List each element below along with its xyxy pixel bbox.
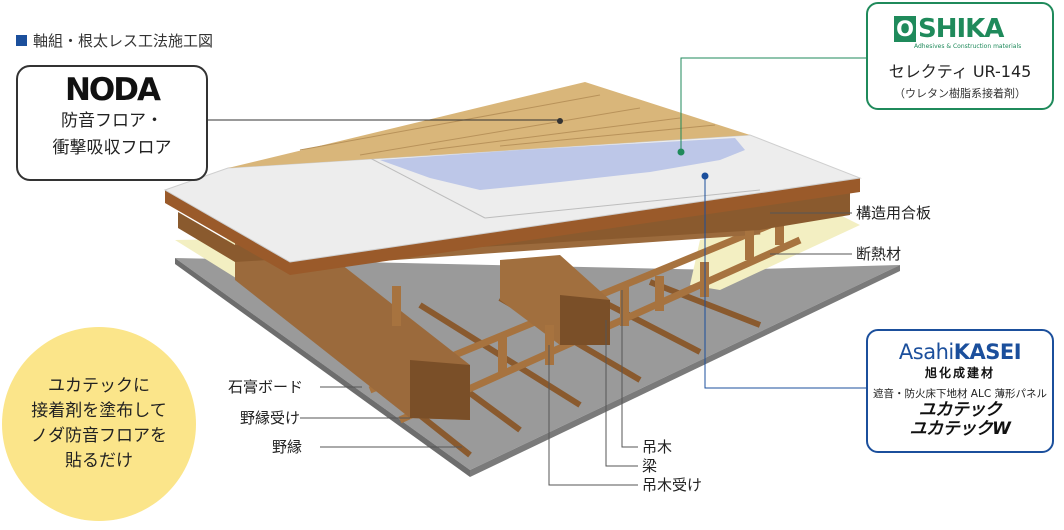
leader-tsurigi	[621, 290, 638, 448]
asahi-product1: ユカテック	[918, 400, 1002, 420]
summary-line1: ユカテックに	[48, 376, 150, 396]
label-insulation: 断熱材	[856, 245, 902, 263]
label-gypsum-board: 石膏ボード	[228, 378, 304, 396]
summary-circle: ユカテックに 接着剤を塗布して ノダ防音フロアを 貼るだけ	[2, 327, 196, 521]
gypsum-board-edge-right	[470, 265, 900, 477]
leader-oshika	[680, 57, 866, 150]
diagram-caption: 軸組・根太レス工法施工図	[16, 30, 213, 51]
label-hari: 梁	[642, 457, 658, 475]
label-tsurigi-uke: 吊木受け	[642, 476, 703, 494]
caption-text: 軸組・根太レス工法施工図	[33, 32, 214, 50]
asahi-logo-b: KASEI	[953, 340, 1022, 364]
asahi-product2: ユカテックW	[909, 419, 1011, 439]
oshika-product: セレクティ UR-145	[888, 62, 1032, 81]
alc-panel-seams	[369, 157, 761, 219]
oshika-logo-subtitle: Adhesives & Construction materials	[914, 43, 1022, 50]
oshika-callout: O SHIKA Adhesives & Construction materia…	[866, 2, 1054, 110]
caption-square-icon	[16, 35, 27, 46]
asahi-desc: 遮音・防火床下地材 ALC 薄形パネル	[872, 388, 1048, 400]
noda-desc-line2: 衝撃吸収フロア	[52, 138, 172, 158]
wood-flooring	[228, 82, 750, 168]
leader-tsurigi-uke	[548, 345, 638, 486]
noda-desc-line1: 防音フロア・	[61, 111, 163, 131]
noda-logo: NODA	[64, 72, 161, 108]
oshika-logo-text: SHIKA	[918, 14, 1004, 44]
leader-hari	[605, 320, 638, 467]
label-nobuchi-uke: 野縁受け	[240, 409, 301, 427]
alc-panel	[163, 134, 862, 263]
main-beam-center-face	[560, 295, 610, 345]
main-beam-left-face	[410, 360, 470, 420]
label-tsurigi: 吊木	[642, 438, 673, 456]
summary-line4: 貼るだけ	[65, 451, 133, 471]
asahi-logo: AsahiKASEI	[868, 339, 1052, 365]
leader-asahi	[704, 178, 866, 389]
gypsum-board-edge	[175, 258, 470, 477]
asahi-jp-name: 旭化成建材	[924, 366, 995, 380]
oshika-logo-mark: O	[894, 16, 916, 42]
leader-lines	[206, 57, 866, 486]
summary-line3: ノダ防音フロアを	[31, 426, 167, 446]
asahi-callout: AsahiKASEI 旭化成建材 遮音・防火床下地材 ALC 薄形パネル ユカテ…	[866, 329, 1054, 453]
label-structural-plywood: 構造用合板	[856, 204, 932, 222]
wood-flooring-seams	[299, 94, 716, 156]
label-nobuchi: 野縁	[272, 438, 303, 456]
asahi-logo-a: Asahi	[898, 340, 954, 364]
oshika-note: （ウレタン樹脂系接着剤）	[894, 87, 1026, 100]
summary-line2: 接着剤を塗布して	[31, 401, 167, 421]
adhesive-layer	[380, 138, 745, 190]
oshika-logo: O SHIKA Adhesives & Construction materia…	[882, 14, 1038, 50]
noda-callout: NODA 防音フロア・ 衝撃吸収フロア	[16, 65, 208, 181]
